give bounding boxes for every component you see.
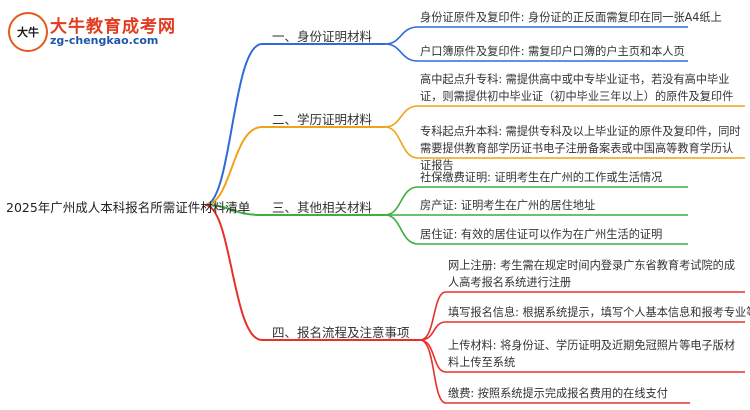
leaf-household-register: 户口簿原件及复印件: 需复印户口簿的户主页和本人页	[420, 45, 685, 58]
logo-mark-icon: 大牛	[8, 12, 48, 52]
leaf-residence-permit: 居住证: 有效的居住证可以作为在广州生活的证明	[420, 228, 663, 241]
connector-b1-l1	[384, 26, 419, 45]
connector-b3-l3	[384, 214, 419, 245]
leaf-fill-information: 填写报名信息: 根据系统提示，填写个人基本信息和报考专业等	[448, 306, 750, 319]
branch-education: 二、学历证明材料	[272, 112, 373, 127]
connector-b4-l2	[419, 321, 447, 341]
connector-b2-l1	[384, 105, 419, 128]
connector-b4-l4	[419, 339, 447, 404]
logo-title: 大牛教育成考网	[50, 17, 176, 37]
leaf-college-to-bachelor: 专科起点升本科: 需提供专科及以上毕业证的原件及复印件，同时需要提供教育部学历证…	[420, 125, 741, 172]
leaf-online-registration: 网上注册: 考生需在规定时间内登录广东省教育考试院的成人高考报名系统进行注册	[448, 259, 736, 289]
branch-other: 三、其他相关材料	[272, 200, 373, 215]
leaf-social-insurance: 社保缴费证明: 证明考生在广州的工作或生活情况	[420, 171, 663, 184]
connector-b4-l1	[419, 291, 447, 341]
branch-identity: 一、身份证明材料	[272, 29, 373, 44]
leaf-upload-materials: 上传材料: 将身份证、学历证明及近期免冠照片等电子版材料上传至系统	[448, 339, 736, 369]
connector-b2-l2	[384, 126, 419, 159]
connector-b3-l1	[384, 186, 419, 216]
connector-b1-l2	[384, 43, 419, 62]
leaf-high-school-to-college: 高中起点升专科: 需提供高中或中专毕业证书，若没有高中毕业证，则需提供初中毕业证…	[420, 73, 734, 103]
site-logo[interactable]: 大牛 大牛教育成考网 zg-chengkao.com	[8, 12, 183, 52]
connector-root-b3	[204, 204, 263, 216]
connector-root-b1	[204, 43, 263, 206]
connector-root-b4	[204, 204, 263, 341]
leaf-id-card: 身份证原件及复印件: 身份证的正反面需复印在同一张A4纸上	[420, 11, 722, 24]
mindmap-root: 2025年广州成人本科报名所需证件材料清单	[6, 200, 251, 215]
leaf-payment: 缴费: 按照系统提示完成报名费用的在线支付	[448, 387, 668, 400]
leaf-property-certificate: 房产证: 证明考生在广州的居住地址	[420, 199, 596, 212]
logo-url: zg-chengkao.com	[50, 34, 159, 47]
branch-process: 四、报名流程及注意事项	[272, 325, 410, 340]
connector-root-b2	[204, 126, 263, 206]
